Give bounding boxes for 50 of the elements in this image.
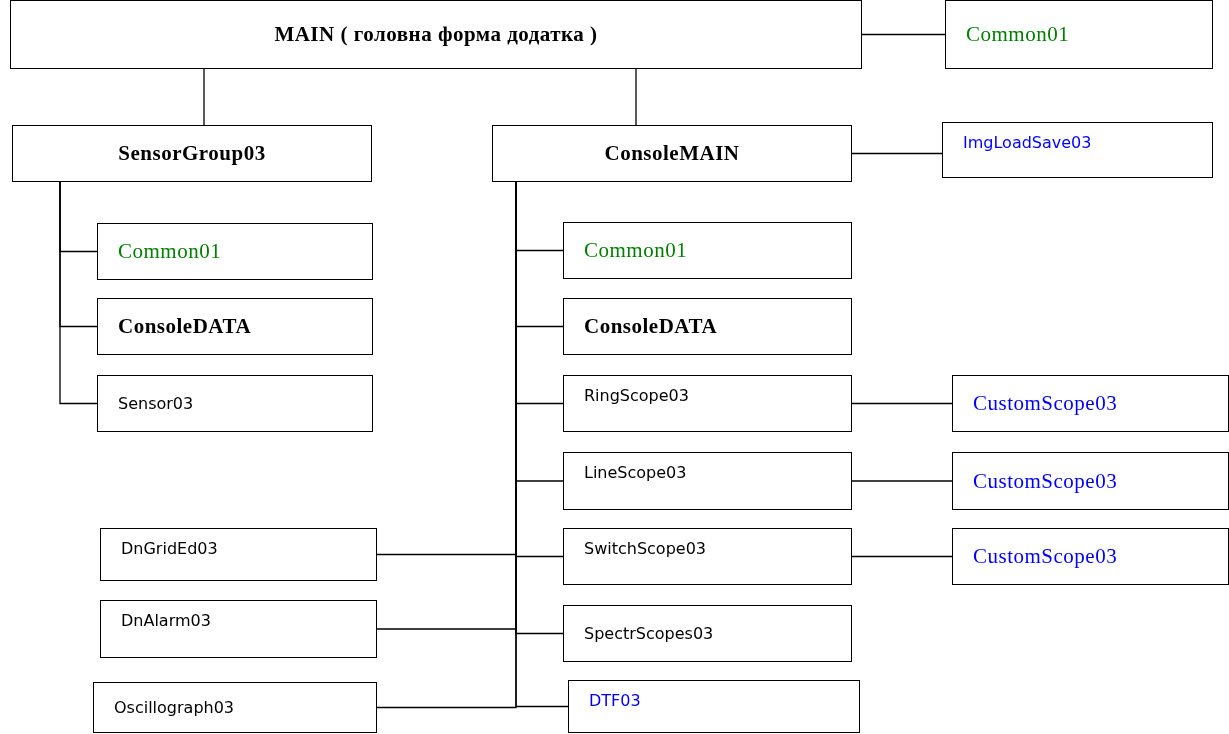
module-box — [945, 0, 1213, 69]
module-box — [563, 452, 852, 510]
module-name: CustomScope03 — [973, 391, 1118, 416]
connector-line — [635, 68, 637, 126]
module-box — [100, 600, 377, 658]
module-box — [563, 605, 852, 662]
module-box — [563, 222, 852, 279]
module-box — [10, 0, 862, 69]
module-box — [97, 298, 373, 355]
module-name: CustomScope03 — [973, 544, 1118, 569]
connector-line — [851, 402, 953, 405]
module-name: Common01 — [118, 239, 222, 264]
module-box — [568, 680, 860, 733]
module-name: SpectrScopes03 — [584, 624, 714, 643]
connector-line — [203, 68, 205, 126]
module-name: DnAlarm03 — [121, 611, 211, 630]
module-name: ConsoleDATA — [584, 314, 718, 339]
module-box — [492, 125, 852, 182]
module-box — [97, 223, 373, 280]
module-box — [942, 122, 1213, 178]
connector-line — [851, 480, 953, 482]
module-box — [93, 682, 377, 733]
module-name: DTF03 — [589, 691, 641, 710]
module-name: SensorGroup03 — [118, 141, 266, 166]
module-box — [97, 375, 373, 432]
module-name: Common01 — [966, 22, 1070, 47]
module-name: CustomScope03 — [973, 468, 1118, 494]
module-name: Common01 — [584, 238, 688, 263]
module-box — [12, 125, 372, 182]
module-box — [563, 298, 852, 355]
module-name: ConsoleMAIN — [604, 141, 740, 166]
module-box — [100, 528, 377, 581]
module-name: DnGridEd03 — [121, 539, 218, 558]
module-box — [563, 375, 852, 432]
connector-line — [59, 181, 98, 405]
connector-line — [851, 152, 943, 155]
module-name: Oscillograph03 — [114, 698, 235, 717]
module-box — [563, 528, 852, 585]
module-name: SwitchScope03 — [584, 539, 706, 558]
module-name: ConsoleDATA — [118, 314, 252, 339]
module-name: ImgLoadSave03 — [963, 133, 1092, 152]
module-box — [952, 528, 1229, 585]
module-name: RingScope03 — [584, 386, 689, 405]
module-name: LineScope03 — [584, 463, 687, 482]
connector-line — [851, 555, 953, 558]
module-box — [952, 375, 1229, 432]
module-name: Sensor03 — [118, 394, 194, 413]
connector-line — [861, 33, 946, 36]
module-box — [952, 452, 1229, 510]
module-name: MAIN ( головна форма додатка ) — [274, 22, 598, 47]
